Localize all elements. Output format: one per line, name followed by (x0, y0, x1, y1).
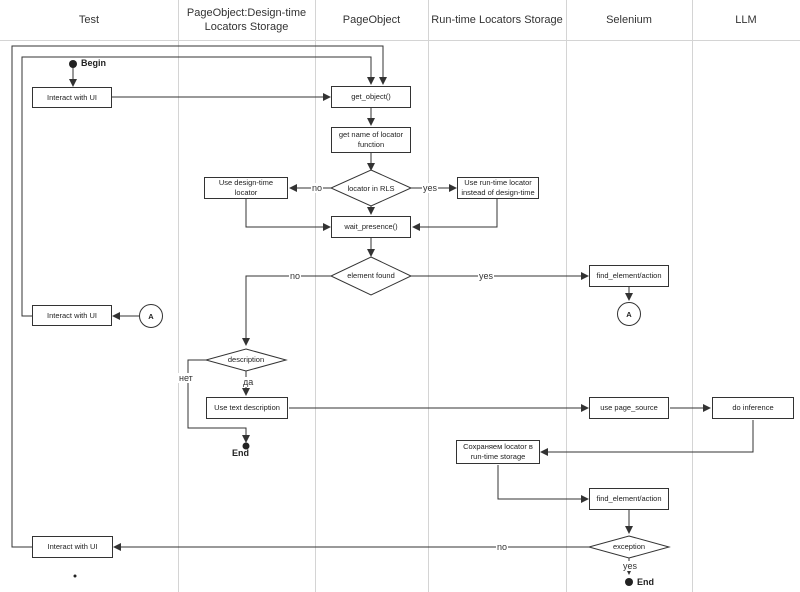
find-element-box-1: find_element/action (589, 265, 669, 287)
wait-presence-box: wait_presence() (331, 216, 411, 238)
lane-header-pageobject: PageObject (342, 14, 401, 26)
edge-label-yes-rls: yes (422, 183, 439, 193)
stray-dot (73, 574, 77, 578)
use-runtime-box: Use run-time locator instead of design-t… (457, 177, 539, 199)
edge-design-wait (245, 199, 331, 231)
end-label-2: End (637, 577, 654, 587)
lane-divider (315, 0, 316, 592)
get-object-box: get_object() (331, 86, 411, 108)
lane-header-runtime-storage: Run-time Locators Storage (431, 14, 563, 26)
lane-header-design-time-storage: PageObject:Design-time Locators Storage (186, 7, 307, 33)
decision-rls-shape (329, 169, 413, 207)
edge-label-no-rls: no (311, 183, 324, 193)
edge-label-yes-found: yes (478, 271, 495, 281)
decision-exception-text: exception (612, 542, 646, 551)
interact-with-ui-box-2: Interact with UI (32, 305, 112, 326)
edge-label-da: да (242, 377, 255, 387)
edge-label-no-exception: no (496, 542, 509, 552)
edge-found-no (242, 275, 331, 346)
edge-loop-interact2 (21, 56, 375, 317)
decision-exception-shape (587, 535, 671, 559)
start-dot (69, 60, 77, 68)
decision-description-shape (204, 348, 288, 372)
lane-divider (178, 0, 179, 592)
header-divider (0, 40, 800, 41)
use-design-time-box: Use design-time locator (204, 177, 288, 199)
end-label-1: End (232, 448, 249, 458)
interact-with-ui-box-3: Interact with UI (32, 536, 113, 558)
do-inference-box: do inference (712, 397, 794, 419)
edge-loop-interact3 (11, 45, 387, 548)
find-element-box-2: find_element/action (589, 488, 669, 510)
end-dot-2 (625, 578, 633, 586)
decision-rls-text: locator in RLS (347, 184, 395, 193)
decision-description-text: description (227, 355, 265, 364)
lane-divider (566, 0, 567, 592)
edge-save-find (497, 465, 589, 503)
decision-found-text: element found (347, 271, 395, 280)
lane-divider (692, 0, 693, 592)
connector-a-1: A (139, 304, 163, 328)
interact-with-ui-box-1: Interact with UI (32, 87, 112, 108)
lane-header-llm: LLM (735, 14, 757, 26)
edge-runtime-wait (412, 199, 498, 231)
edge-inference-save (540, 420, 754, 456)
edge-label-yes-exception: yes (622, 561, 639, 571)
lane-divider (428, 0, 429, 592)
use-page-source-box: use page_source (589, 397, 669, 419)
edge-label-net: нет (178, 373, 194, 383)
save-locator-box: Сохраняем locator в run-time storage (456, 440, 540, 464)
edge-desc-no (187, 359, 250, 443)
connector-a-2: A (617, 302, 641, 326)
decision-found-shape (329, 256, 413, 296)
use-text-description-box: Use text description (206, 397, 288, 419)
edge-label-no-found: no (289, 271, 302, 281)
lane-header-test: Test (78, 14, 100, 26)
get-name-box: get name of locator function (331, 127, 411, 153)
end-dot-1 (242, 442, 250, 450)
begin-label: Begin (81, 58, 107, 68)
lane-header-selenium: Selenium (606, 14, 652, 26)
